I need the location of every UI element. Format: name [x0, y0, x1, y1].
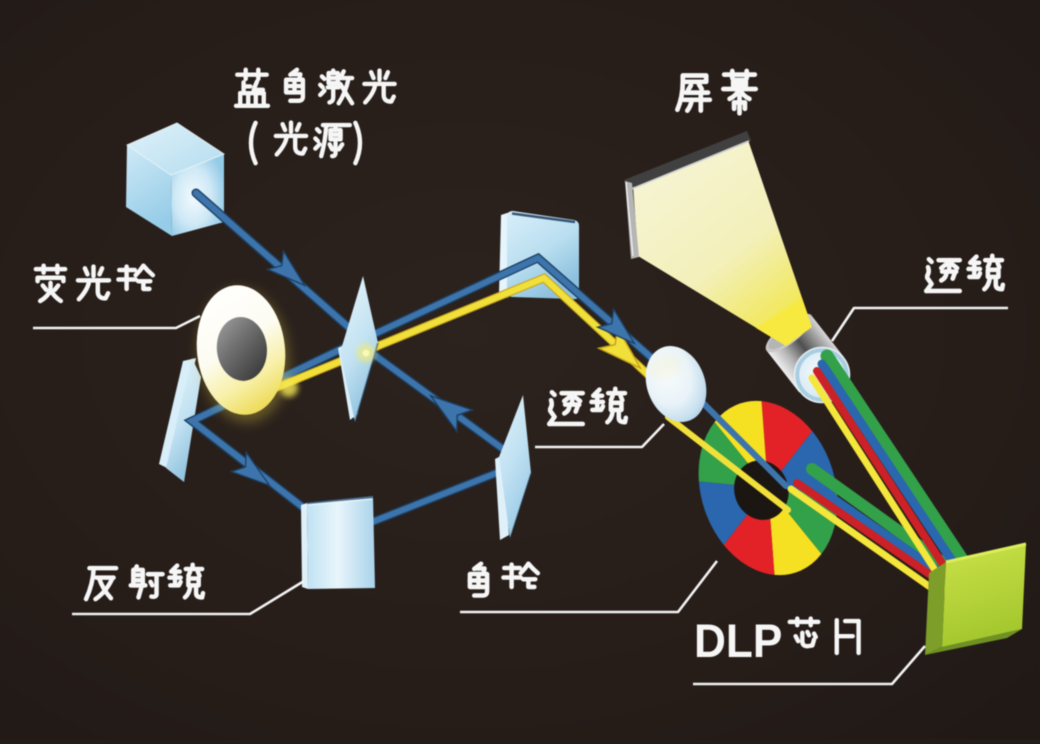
svg-text:DLP: DLP [694, 615, 782, 668]
